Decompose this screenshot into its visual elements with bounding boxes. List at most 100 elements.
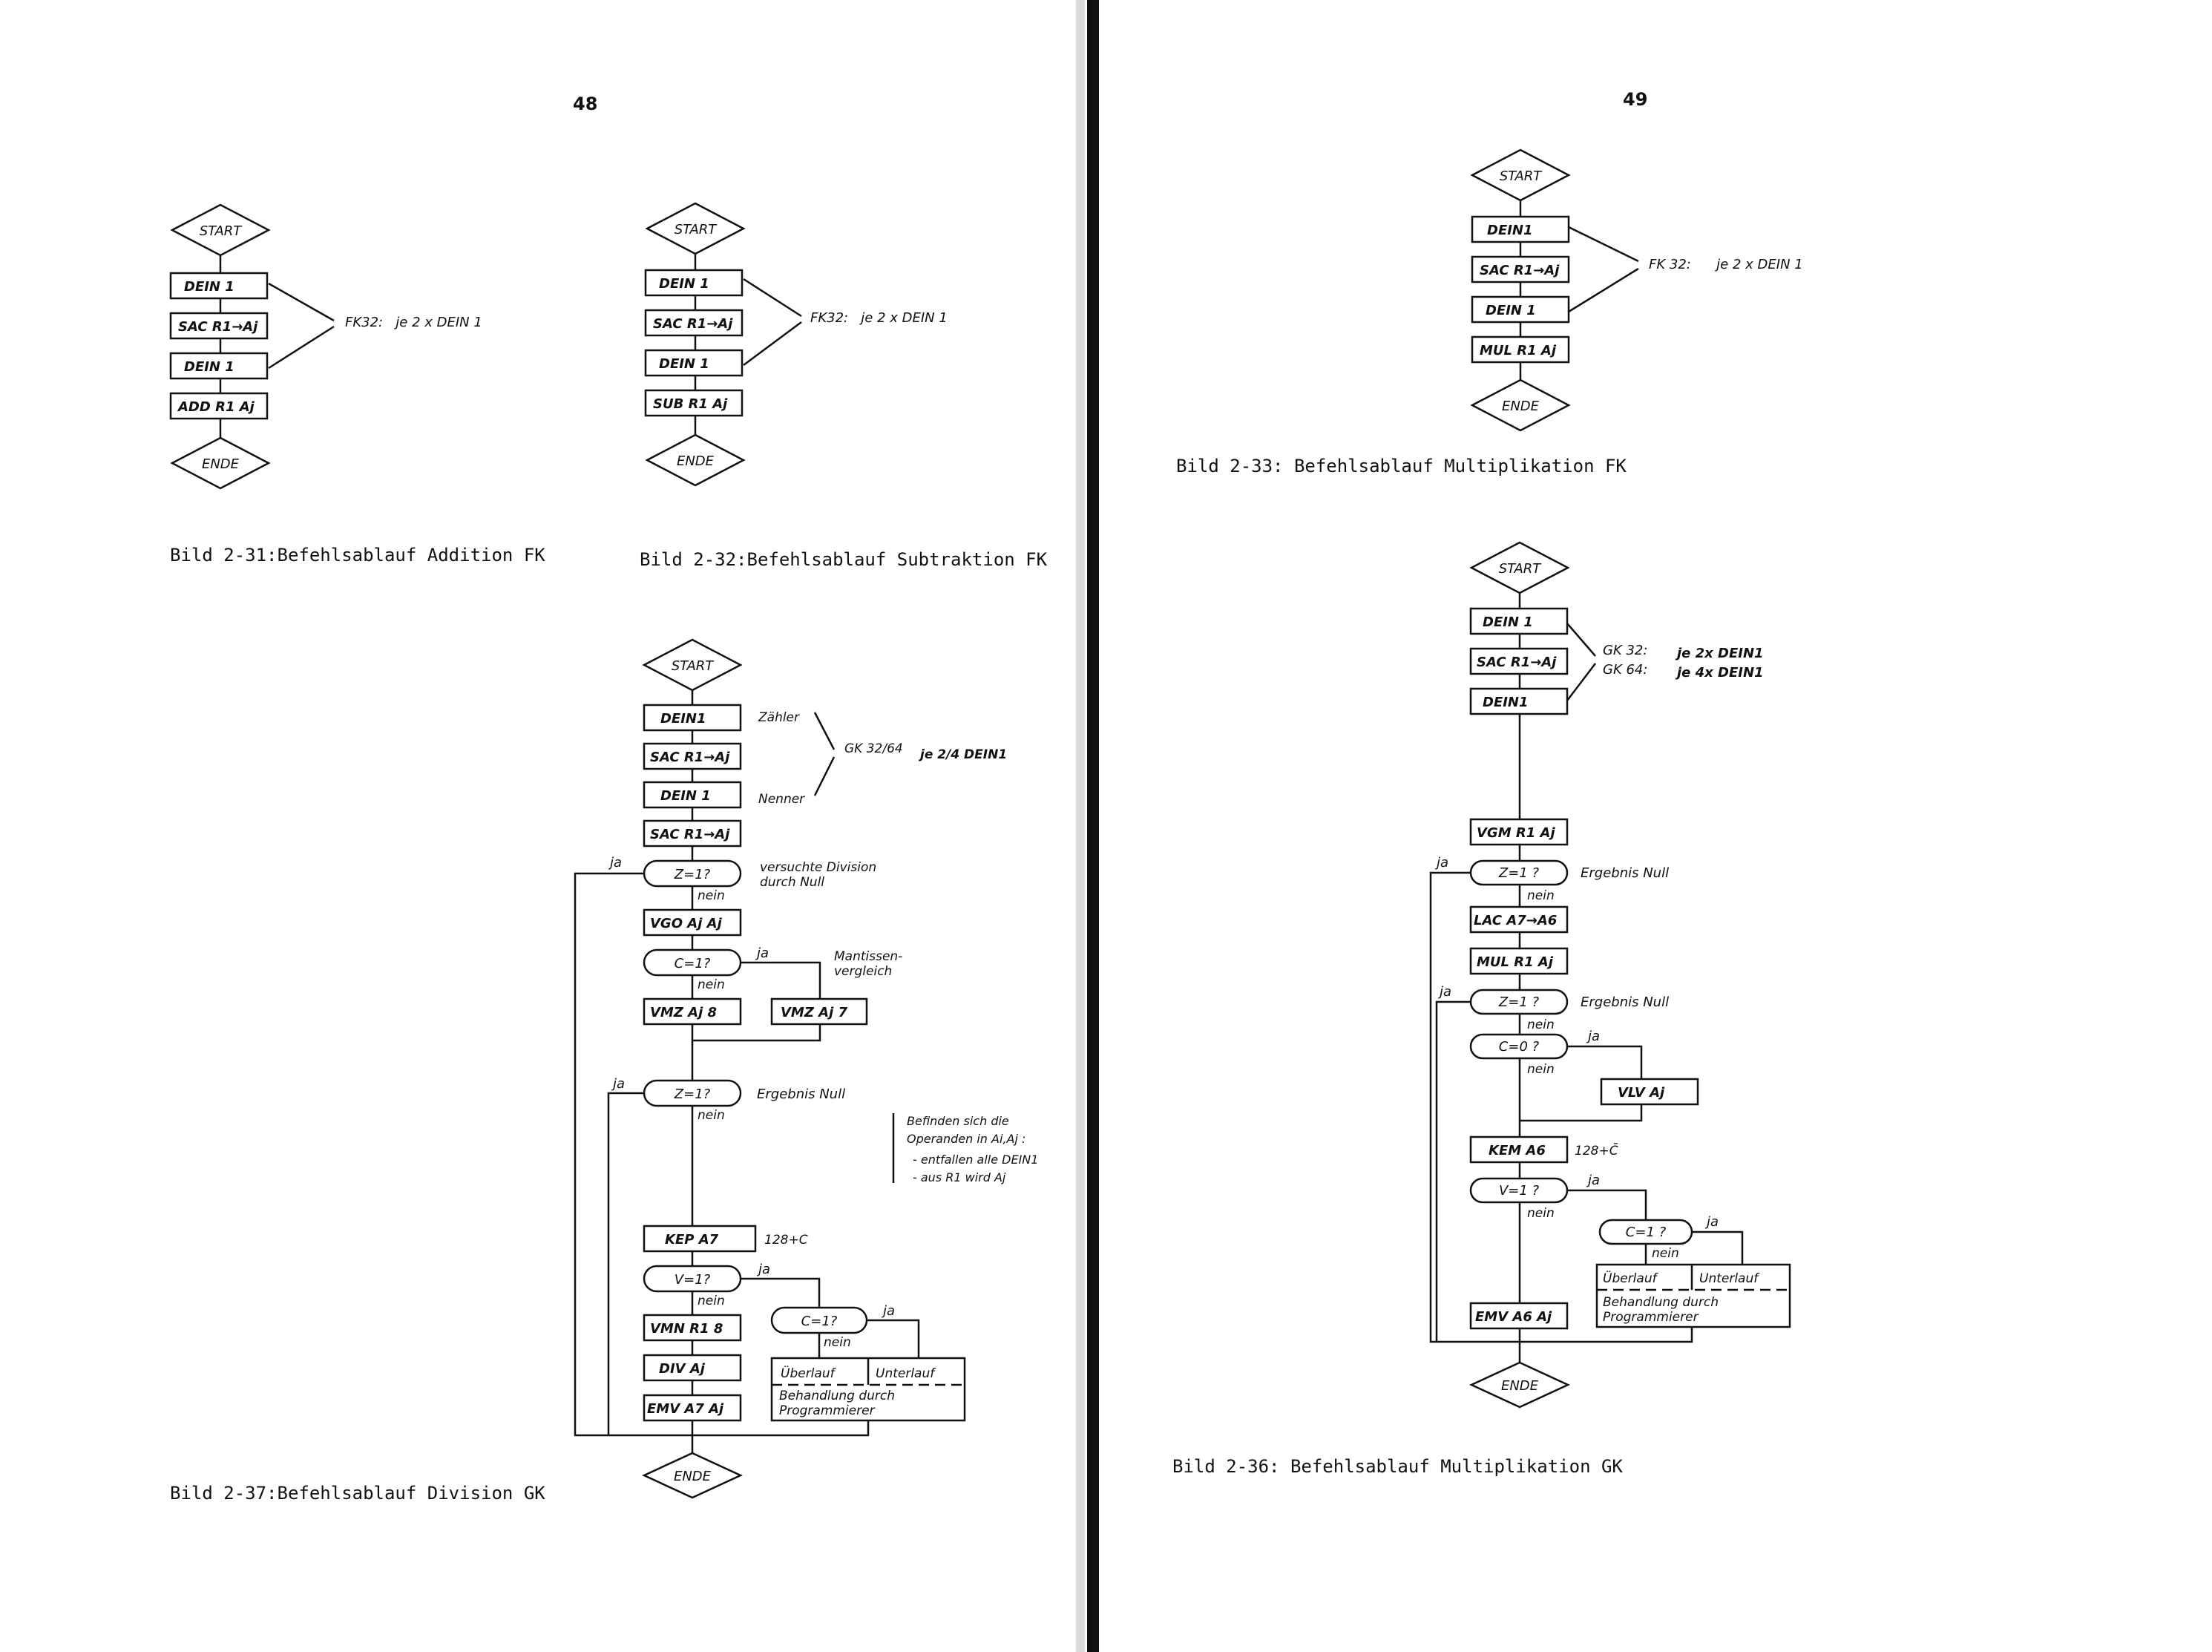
end-diamond [1469,1361,1570,1409]
caption-fig-2-32: Bild 2-32:Befehlsablauf Subtraktion FK [640,549,1048,570]
label-ja: ja [1586,1029,1600,1044]
end-diamond [1470,378,1571,432]
label-zaehler: Zähler [758,710,800,725]
label-je-2x: je 2x DEIN1 [1675,646,1764,661]
label-ergebnis-null: Ergebnis Null [1581,865,1669,881]
label-ja: ja [1437,984,1451,1000]
box-dein1-b-label: DEIN 1 [659,356,709,372]
label-ja: ja [755,945,769,961]
flowchart-fig-2-32: START DEIN 1 SAC R1→Aj DEIN 1 SUB R1 Aj … [644,202,948,487]
box-ueberlauf-handling [1595,1263,1791,1328]
end-label: ENDE [1501,1378,1539,1394]
box-div [643,1354,742,1382]
box-emv [1469,1302,1569,1330]
label-unterlauf: Unterlauf [876,1366,936,1381]
box-sac-label: SAC R1→Aj [1477,655,1557,670]
box-sac-label: SAC R1→Aj [653,316,733,332]
label-nein: nein [824,1335,851,1350]
box-dein1-b [1469,687,1569,715]
label-behandlung: Behandlung durch [1603,1295,1719,1310]
box-vlv [1600,1078,1699,1106]
box-add-label: ADD R1 Aj [177,399,255,415]
caption-fig-2-33: Bild 2-33: Befehlsablauf Multiplikation … [1176,456,1627,476]
label-ergebnis-null: Ergebnis Null [757,1086,845,1102]
box-lac-label: LAC A7→A6 [1474,913,1557,928]
label-ueberlauf: Überlauf [1603,1270,1659,1286]
caption-fig-2-37: Bild 2-37:Befehlsablauf Division GK [170,1483,545,1504]
side-note-line-4: - aus R1 wird Aj [913,1170,1006,1184]
box-sac-b-label: SAC R1→Aj [650,827,730,842]
label-nein: nein [698,1108,725,1123]
box-vmz8-label: VMZ Aj 8 [650,1005,717,1020]
box-sac [644,309,744,337]
box-dein1-b-label: DEIN 1 [660,788,711,804]
box-dein1 [1469,607,1569,635]
box-kep [643,1225,757,1253]
box-lac [1469,905,1569,934]
decision-v1-label: V=1? [675,1272,711,1288]
label-nein: nein [1527,1017,1555,1032]
box-emv-label: EMV A7 Aj [647,1401,724,1417]
box-sac [169,312,269,340]
label-ja: ja [756,1262,770,1277]
label-mantissen-2: vergleich [834,964,892,979]
start-diamond [645,202,746,255]
label-128c: 128+C [764,1233,808,1248]
box-dein1-b [644,349,744,377]
note-fk32: FK 32: je 2 x DEIN 1 [1649,257,1803,272]
page-number-right: 49 [1623,89,1647,110]
label-nein: nein [1652,1246,1679,1261]
label-gk32: GK 32: [1603,643,1647,658]
end-diamond [645,433,746,487]
box-vgo [643,908,742,937]
side-note-line-1: Befinden sich die [907,1114,1009,1128]
decision-z1-label: Z=1 ? [1498,865,1540,881]
label-ja: ja [881,1303,895,1319]
label-nenner: Nenner [758,792,805,807]
label-ja: ja [1704,1214,1719,1230]
label-gk3264: GK 32/64 [844,741,903,756]
box-dein1 [169,272,269,300]
end-diamond [642,1452,743,1499]
label-nein: nein [698,1294,725,1308]
start-diamond [170,203,271,257]
start-label: START [1499,561,1543,577]
label-durch-null: durch Null [760,875,824,890]
label-nein: nein [1527,1062,1555,1077]
box-vmn [643,1314,742,1342]
label-nein: nein [698,977,725,992]
end-label: ENDE [202,456,240,472]
label-nein: nein [1527,1206,1555,1221]
box-dein1-label: DEIN1 [1487,223,1533,238]
label-programmierer: Programmierer [1603,1310,1699,1325]
box-sub-label: SUB R1 Aj [653,396,728,412]
decision-z1-b-label: Z=1? [674,1086,711,1102]
decision-z1-label: Z=1? [674,867,711,882]
end-diamond [170,436,271,490]
page-number-left: 48 [573,94,597,114]
label-ja: ja [608,855,622,871]
side-note-operands: Befinden sich die Operanden in Ai,Aj : -… [892,1113,1038,1184]
box-sac-label: SAC R1→Aj [1480,263,1560,278]
box-mul [1469,947,1569,975]
box-dein1-label: DEIN 1 [184,279,234,295]
decision-c0-label: C=0 ? [1499,1039,1540,1055]
start-label: START [675,222,718,237]
box-sac-label: SAC R1→Aj [650,750,730,765]
label-ergebnis-null: Ergebnis Null [1581,994,1669,1010]
label-mantissen-1: Mantissen- [834,949,902,964]
flowchart-fig-2-36: START DEIN 1 SAC R1→Aj DEIN1 GK 32: GK 6… [1429,541,1791,1409]
box-dein1 [644,269,744,297]
box-mul [1471,335,1570,364]
box-dein1-label: DEIN1 [660,711,706,727]
flowchart-fig-2-33: START DEIN1 SAC R1→Aj DEIN 1 MUL R1 Aj E… [1470,148,1803,432]
box-dein1-b-label: DEIN1 [1483,695,1529,710]
label-programmierer: Programmierer [779,1403,876,1418]
gutter-shadow [1076,0,1085,1652]
decision-c1-label: C=1 ? [1626,1225,1667,1240]
decision-c1-label: C=1? [675,956,711,971]
label-versuchte-division: versuchte Division [760,860,876,875]
start-label: START [1500,168,1543,184]
box-vlv-label: VLV Aj [1618,1085,1665,1101]
